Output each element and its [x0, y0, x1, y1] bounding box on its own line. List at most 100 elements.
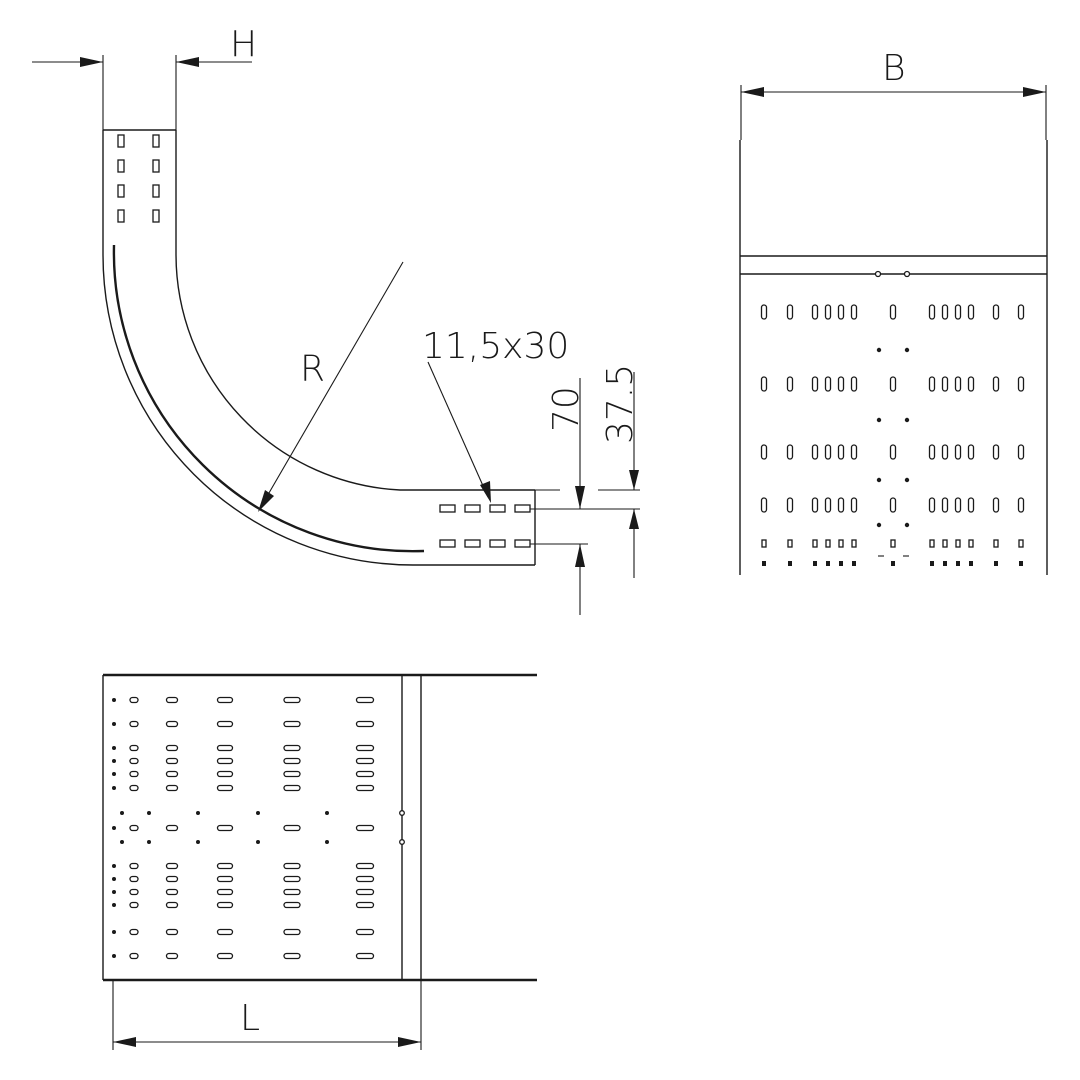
arrow-icon: [80, 57, 103, 67]
perforation-slot: [824, 376, 832, 392]
side-view-bend: [102, 129, 560, 566]
perforation-slot: [967, 304, 975, 320]
arrow-icon: [176, 57, 199, 67]
perforation-slot: [838, 539, 844, 548]
arrow-icon: [258, 490, 274, 512]
perforation-slot: [283, 928, 301, 936]
arrow-icon: [575, 486, 585, 509]
perforation-slot: [165, 696, 179, 704]
label-b: B: [882, 48, 906, 89]
perforation-slot: [967, 497, 975, 513]
side-horizontal-slots: [439, 504, 531, 548]
perforation-slot: [216, 952, 234, 960]
perforation-slot: [941, 444, 949, 460]
perforation-slot: [165, 770, 179, 778]
perforation-slot: [967, 376, 975, 392]
perforation-slot: [355, 952, 375, 960]
perforation-slot: [165, 784, 179, 792]
perforation-slot: [216, 784, 234, 792]
perforation-slot: [850, 497, 858, 513]
perforation-slot: [992, 444, 1000, 460]
perforation-slot: [992, 304, 1000, 320]
perforation-slot: [283, 784, 301, 792]
perforation-slot: [216, 696, 234, 704]
perforation-slot: [928, 304, 936, 320]
perforation-slot: [954, 444, 962, 460]
perforation-slot: [283, 824, 301, 832]
side-vertical-slots: [117, 134, 160, 223]
perforation-slot: [355, 784, 375, 792]
perforation-slot: [837, 376, 845, 392]
perforation-slot: [216, 875, 234, 883]
perforation-slot: [941, 304, 949, 320]
label-r: R: [300, 349, 325, 390]
perforation-slot: [812, 539, 818, 548]
arrow-icon: [1023, 87, 1046, 97]
perforation-slot: [283, 757, 301, 765]
perforation-slot: [889, 497, 897, 513]
perforation-slot: [954, 497, 962, 513]
perforation-slot: [1018, 539, 1024, 548]
perforation-slot: [824, 444, 832, 460]
end-view-slots: [760, 304, 1025, 566]
perforation-slot: [355, 888, 375, 896]
perforation-slot: [760, 376, 768, 392]
perforation-slot: [955, 539, 961, 548]
perforation-slot: [786, 444, 794, 460]
perforation-slot: [165, 744, 179, 752]
perforation-slot: [825, 539, 831, 548]
perforation-slot: [355, 824, 375, 832]
slot-size-callout: 11,5x30: [422, 326, 569, 503]
perforation-slot: [889, 444, 897, 460]
perforation-slot: [216, 744, 234, 752]
perforation-slot: [811, 376, 819, 392]
perforation-slot: [993, 539, 999, 548]
perforation-slot: [283, 862, 301, 870]
perforation-slot: [283, 696, 301, 704]
perforation-slot: [1017, 304, 1025, 320]
perforation-slot: [165, 901, 179, 909]
perforation-slot: [837, 444, 845, 460]
perforation-slot: [216, 862, 234, 870]
perforation-slot: [129, 770, 139, 778]
perforation-slot: [928, 497, 936, 513]
perforation-slot: [786, 304, 794, 320]
perforation-slot: [941, 376, 949, 392]
perforation-slot: [811, 497, 819, 513]
perforation-slot: [355, 696, 375, 704]
perforation-slot: [992, 376, 1000, 392]
perforation-slot: [928, 376, 936, 392]
perforation-slot: [355, 720, 375, 728]
perforation-slot: [165, 928, 179, 936]
end-view: B: [739, 48, 1048, 575]
perforation-slot: [129, 757, 139, 765]
perforation-slot: [824, 304, 832, 320]
perforation-slot: [355, 928, 375, 936]
perforation-slot: [216, 928, 234, 936]
perforation-slot: [165, 824, 179, 832]
top-view-slots: [112, 696, 405, 960]
perforation-slot: [929, 539, 935, 548]
perforation-slot: [1017, 497, 1025, 513]
perforation-slot: [129, 784, 139, 792]
perforation-slot: [760, 497, 768, 513]
perforation-slot: [824, 497, 832, 513]
perforation-slot: [129, 862, 139, 870]
perforation-slot: [216, 824, 234, 832]
perforation-slot: [355, 862, 375, 870]
dimension-r: R: [258, 261, 404, 512]
perforation-slot: [129, 696, 139, 704]
perforation-slot: [761, 539, 767, 548]
perforation-slot: [786, 376, 794, 392]
perforation-slot: [811, 444, 819, 460]
perforation-slot: [165, 888, 179, 896]
perforation-slot: [355, 744, 375, 752]
perforation-slot: [216, 901, 234, 909]
perforation-slot: [954, 304, 962, 320]
perforation-slot: [283, 744, 301, 752]
perforation-slot: [129, 888, 139, 896]
label-l: L: [240, 998, 260, 1039]
label-h: H: [230, 24, 257, 65]
perforation-slot: [355, 770, 375, 778]
perforation-slot: [283, 952, 301, 960]
